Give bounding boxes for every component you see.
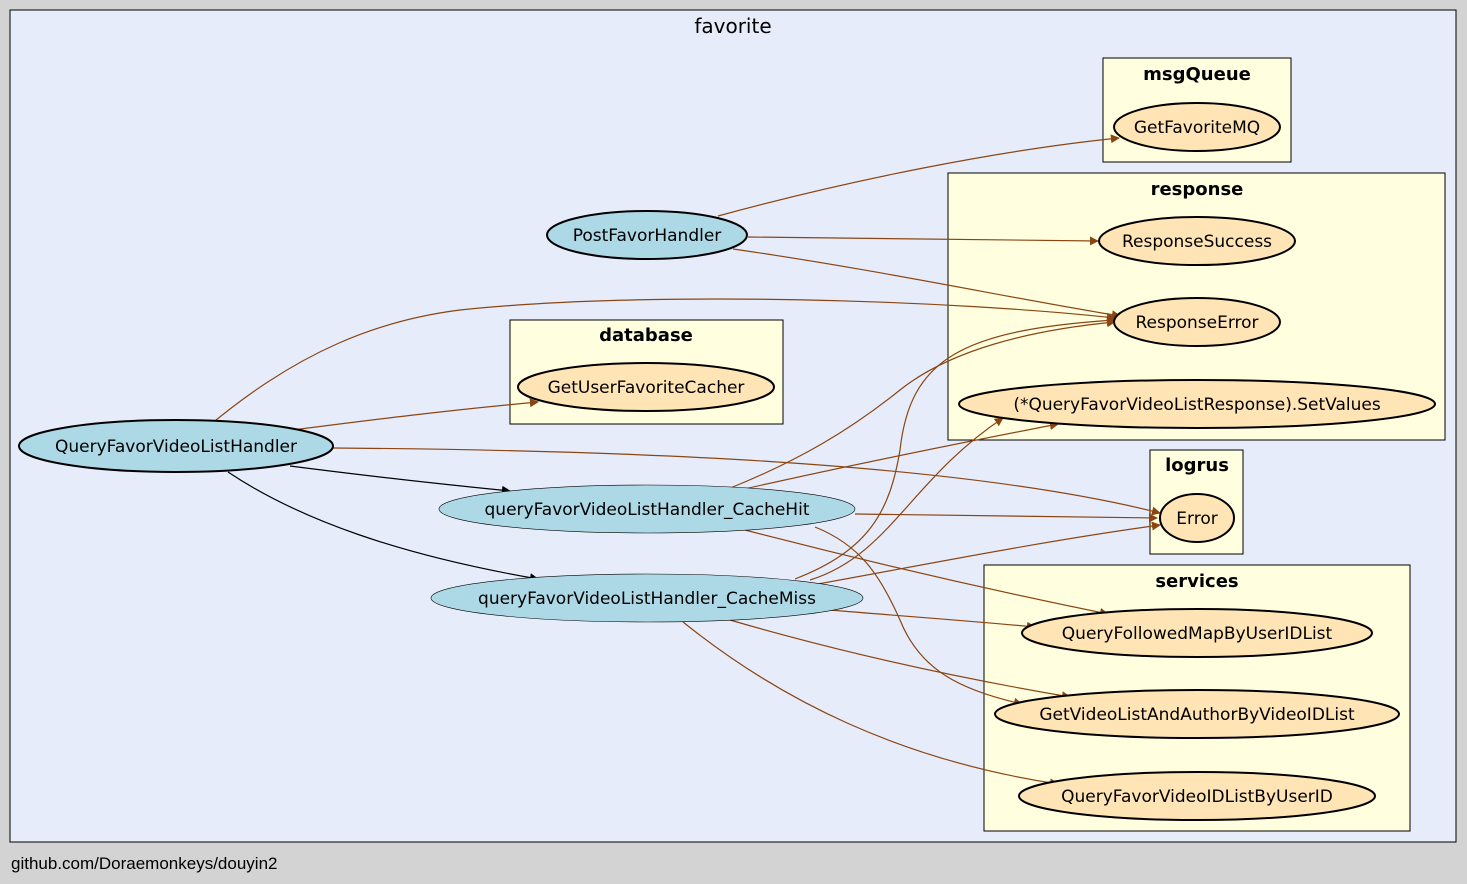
cluster-database-title: database: [599, 325, 693, 346]
node-queryfollowedmapbyuseridlist[interactable]: QueryFollowedMapByUserIDList: [1021, 608, 1373, 658]
edge-postfavor-responseerror: [732, 248, 1121, 320]
node-setvalues[interactable]: (*QueryFavorVideoListResponse).SetValues: [958, 379, 1436, 429]
footer-repo-label: github.com/Doraemonkeys/douyin2: [11, 854, 278, 873]
node-getfavoritemq-label: GetFavoriteMQ: [1134, 118, 1260, 138]
edge-cachemiss-queryfavorvideoid: [682, 621, 1059, 788]
node-cachemiss-label: queryFavorVideoListHandler_CacheMiss: [478, 589, 816, 609]
node-queryfavorvideoidlistbyuserid-label: QueryFavorVideoIDListByUserID: [1061, 787, 1333, 807]
node-responseerror-label: ResponseError: [1135, 313, 1258, 333]
edge-queryhandler-error: [332, 447, 1161, 516]
edge-queryhandler-cachemiss: [227, 471, 539, 583]
edge-cachemiss-queryfollowed: [829, 609, 1036, 631]
node-getuserfavoritecacher[interactable]: GetUserFavoriteCacher: [517, 362, 775, 412]
cluster-response-title: response: [1151, 179, 1244, 200]
edge-cachehit-responseerror: [727, 318, 1116, 490]
cluster-msgqueue-title: msgQueue: [1143, 64, 1251, 85]
node-cachehit-label: queryFavorVideoListHandler_CacheHit: [485, 500, 810, 520]
edge-queryhandler-cachehit: [289, 465, 511, 495]
edge-cachehit-error: [854, 513, 1158, 523]
node-getvideolistandauthorbyvideoidlist[interactable]: GetVideoListAndAuthorByVideoIDList: [994, 689, 1400, 739]
edge-cachehit-queryfollowed: [744, 529, 1109, 617]
edge-postfavor-responsesuccess: [747, 236, 1099, 246]
cluster-services-title: services: [1155, 571, 1238, 592]
node-queryfollowedmapbyuseridlist-label: QueryFollowedMapByUserIDList: [1062, 624, 1333, 644]
node-queryfavorvideoidlistbyuserid[interactable]: QueryFavorVideoIDListByUserID: [1018, 771, 1376, 821]
node-responsesuccess-label: ResponseSuccess: [1122, 232, 1272, 252]
edge-cachemiss-responseerror: [794, 316, 1116, 580]
edge-cachemiss-setvalues: [809, 417, 1004, 581]
edge-cachemiss-getvideolist: [729, 619, 1071, 701]
node-error-label: Error: [1176, 509, 1217, 529]
edge-queryhandler-responseerror: [209, 298, 1116, 426]
node-responsesuccess[interactable]: ResponseSuccess: [1098, 216, 1296, 266]
node-setvalues-label: (*QueryFavorVideoListResponse).SetValues: [1013, 395, 1381, 415]
node-cachemiss[interactable]: queryFavorVideoListHandler_CacheMiss: [430, 573, 864, 623]
node-getvideolistandauthorbyvideoidlist-label: GetVideoListAndAuthorByVideoIDList: [1039, 705, 1355, 725]
node-error[interactable]: Error: [1159, 493, 1235, 543]
node-getfavoritemq[interactable]: GetFavoriteMQ: [1113, 102, 1281, 152]
cluster-logrus-title: logrus: [1165, 455, 1229, 476]
node-queryfavorvideolisthandler[interactable]: QueryFavorVideoListHandler: [18, 419, 334, 473]
node-getuserfavoritecacher-label: GetUserFavoriteCacher: [548, 378, 745, 398]
edge-cachehit-setvalues: [739, 421, 1059, 491]
cluster-favorite-title: favorite: [694, 14, 771, 38]
node-postfavorhandler[interactable]: PostFavorHandler: [546, 210, 748, 260]
edges: [209, 134, 1161, 788]
edge-postfavor-getfavoritemq: [717, 134, 1120, 217]
node-cachehit[interactable]: queryFavorVideoListHandler_CacheHit: [438, 484, 856, 534]
node-postfavorhandler-label: PostFavorHandler: [573, 226, 722, 246]
node-queryfavorvideolisthandler-label: QueryFavorVideoListHandler: [55, 437, 297, 457]
edge-cachemiss-error: [817, 521, 1161, 585]
node-responseerror[interactable]: ResponseError: [1113, 297, 1281, 347]
edge-queryhandler-getuserfavoritecacher: [284, 398, 539, 432]
